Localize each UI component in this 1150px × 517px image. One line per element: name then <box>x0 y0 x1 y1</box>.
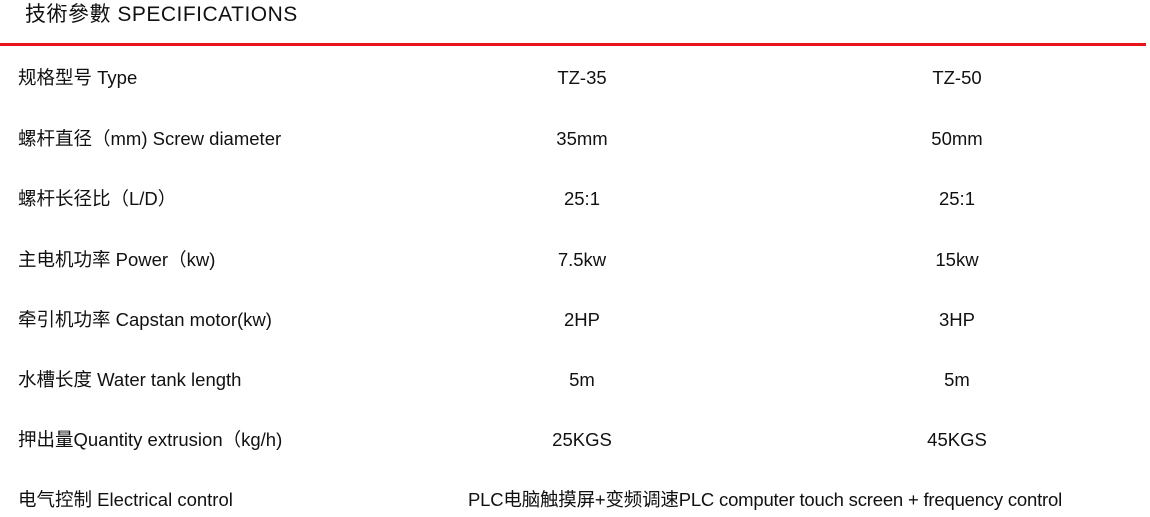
row-label: 押出量Quantity extrusion（kg/h) <box>18 429 283 450</box>
tz50-value: 50mm <box>931 128 983 149</box>
control-value: PLC电脑触摸屏+变频调速PLC computer touch screen +… <box>468 489 1062 510</box>
tz35-value: 2HP <box>564 309 600 330</box>
tz35-value: 5m <box>569 369 595 390</box>
tz35-value: 7.5kw <box>557 249 607 270</box>
table-row: 水槽长度 Water tank length 5m 5m <box>0 365 1150 395</box>
red-divider <box>0 43 1146 46</box>
table-row: 主电机功率 Power（kw) 7.5kw 15kw <box>0 245 1150 275</box>
tz35-value: TZ-35 <box>557 67 607 88</box>
table-row: 螺杆长径比（L/D） 25:1 25:1 <box>0 184 1150 214</box>
row-label: 螺杆长径比（L/D） <box>18 188 177 209</box>
row-label: 规格型号 Type <box>18 67 138 88</box>
tz50-value: TZ-50 <box>932 67 982 88</box>
tz50-value: 25:1 <box>938 188 975 209</box>
row-label: 电气控制 Electrical control <box>18 489 233 510</box>
table-row: 押出量Quantity extrusion（kg/h) 25KGS 45KGS <box>0 425 1150 455</box>
tz35-value: 25:1 <box>563 188 600 209</box>
table-row: 螺杆直径（mm) Screw diameter 35mm 50mm <box>0 124 1150 154</box>
tz50-value: 15kw <box>935 249 979 270</box>
row-label: 螺杆直径（mm) Screw diameter <box>18 128 282 149</box>
tz50-value: 3HP <box>939 309 975 330</box>
tz35-value: 35mm <box>556 128 608 149</box>
tz50-value: 45KGS <box>927 429 987 450</box>
table-row: 牵引机功率 Capstan motor(kw) 2HP 3HP <box>0 305 1150 335</box>
page-title: 技術參數 SPECIFICATIONS <box>25 3 298 26</box>
row-label: 主电机功率 Power（kw) <box>18 249 216 270</box>
row-label: 水槽长度 Water tank length <box>18 369 242 390</box>
tz50-value: 5m <box>944 369 970 390</box>
row-label: 牵引机功率 Capstan motor(kw) <box>18 309 272 330</box>
table-row-electrical-control: 电气控制 Electrical control PLC电脑触摸屏+变频调速PLC… <box>0 485 1150 515</box>
tz35-value: 25KGS <box>552 429 612 450</box>
table-row: 规格型号 Type TZ-35 TZ-50 <box>0 63 1150 93</box>
